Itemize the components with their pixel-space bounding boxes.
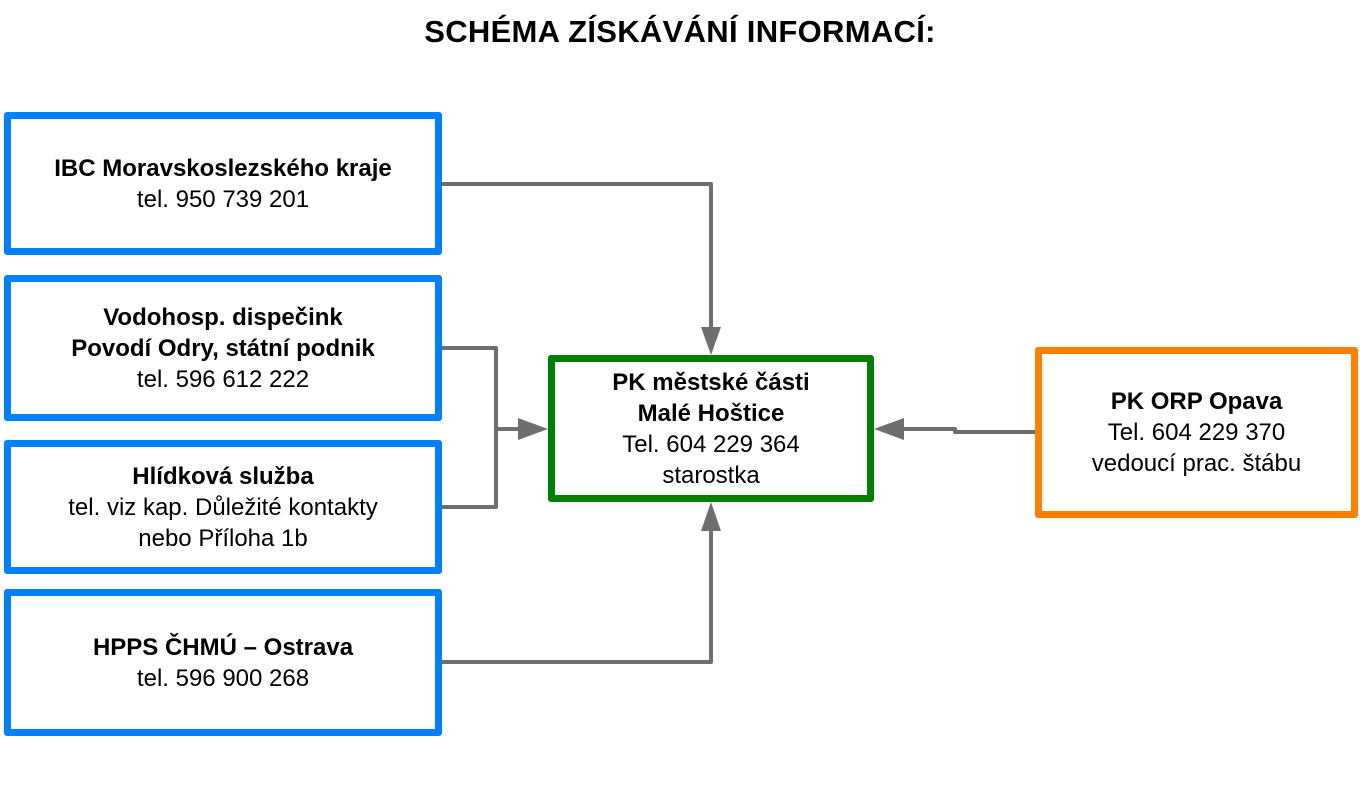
source-name-line2: Povodí Odry, státní podnik bbox=[71, 334, 375, 362]
center-box-pk-male-hostice: PK městské části Malé Hoštice Tel. 604 2… bbox=[548, 355, 874, 502]
connector-hpps-to-center bbox=[442, 528, 713, 664]
source-box-vodohosp: Vodohosp. dispečink Povodí Odry, státní … bbox=[4, 275, 442, 421]
external-phone: Tel. 604 229 370 bbox=[1107, 419, 1286, 446]
arrowhead-right-icon bbox=[518, 418, 548, 440]
source-phone: tel. viz kap. Důležité kontakty bbox=[68, 493, 378, 521]
center-phone: Tel. 604 229 364 bbox=[622, 430, 800, 458]
source-name: Hlídková služba bbox=[132, 462, 314, 490]
external-box-pk-orp-opava: PK ORP Opava Tel. 604 229 370 vedoucí pr… bbox=[1035, 347, 1358, 518]
source-name: HPPS ČHMÚ – Ostrava bbox=[92, 633, 354, 661]
source-name: Vodohosp. dispečink bbox=[103, 303, 343, 331]
arrowhead-up-icon bbox=[701, 502, 721, 531]
connector-vodohosp-bracket bbox=[442, 346, 498, 509]
source-phone-line2: nebo Příloha 1b bbox=[138, 524, 308, 552]
source-name: IBC Moravskoslezského kraje bbox=[54, 154, 392, 182]
source-phone: tel. 950 739 201 bbox=[136, 185, 310, 213]
connector-ibc-to-center bbox=[442, 182, 713, 330]
source-box-ibc: IBC Moravskoslezského kraje tel. 950 739… bbox=[4, 112, 442, 255]
center-name-line2: Malé Hoštice bbox=[637, 399, 785, 427]
arrowhead-down-icon bbox=[701, 327, 721, 355]
center-name: PK městské části bbox=[612, 368, 810, 396]
arrowhead-left-icon bbox=[874, 418, 904, 440]
source-box-hlidkova: Hlídková služba tel. viz kap. Důležité k… bbox=[4, 440, 442, 574]
source-phone: tel. 596 900 268 bbox=[136, 664, 310, 692]
connector-orp-to-center bbox=[900, 427, 1035, 434]
source-box-hpps: HPPS ČHMÚ – Ostrava tel. 596 900 268 bbox=[4, 589, 442, 736]
external-role: vedoucí prac. štábu bbox=[1091, 450, 1302, 477]
external-name: PK ORP Opava bbox=[1110, 388, 1283, 415]
diagram-title: SCHÉMA ZÍSKÁVÁNÍ INFORMACÍ: bbox=[424, 14, 936, 49]
source-phone: tel. 596 612 222 bbox=[136, 365, 310, 393]
center-role: starostka bbox=[662, 461, 760, 489]
